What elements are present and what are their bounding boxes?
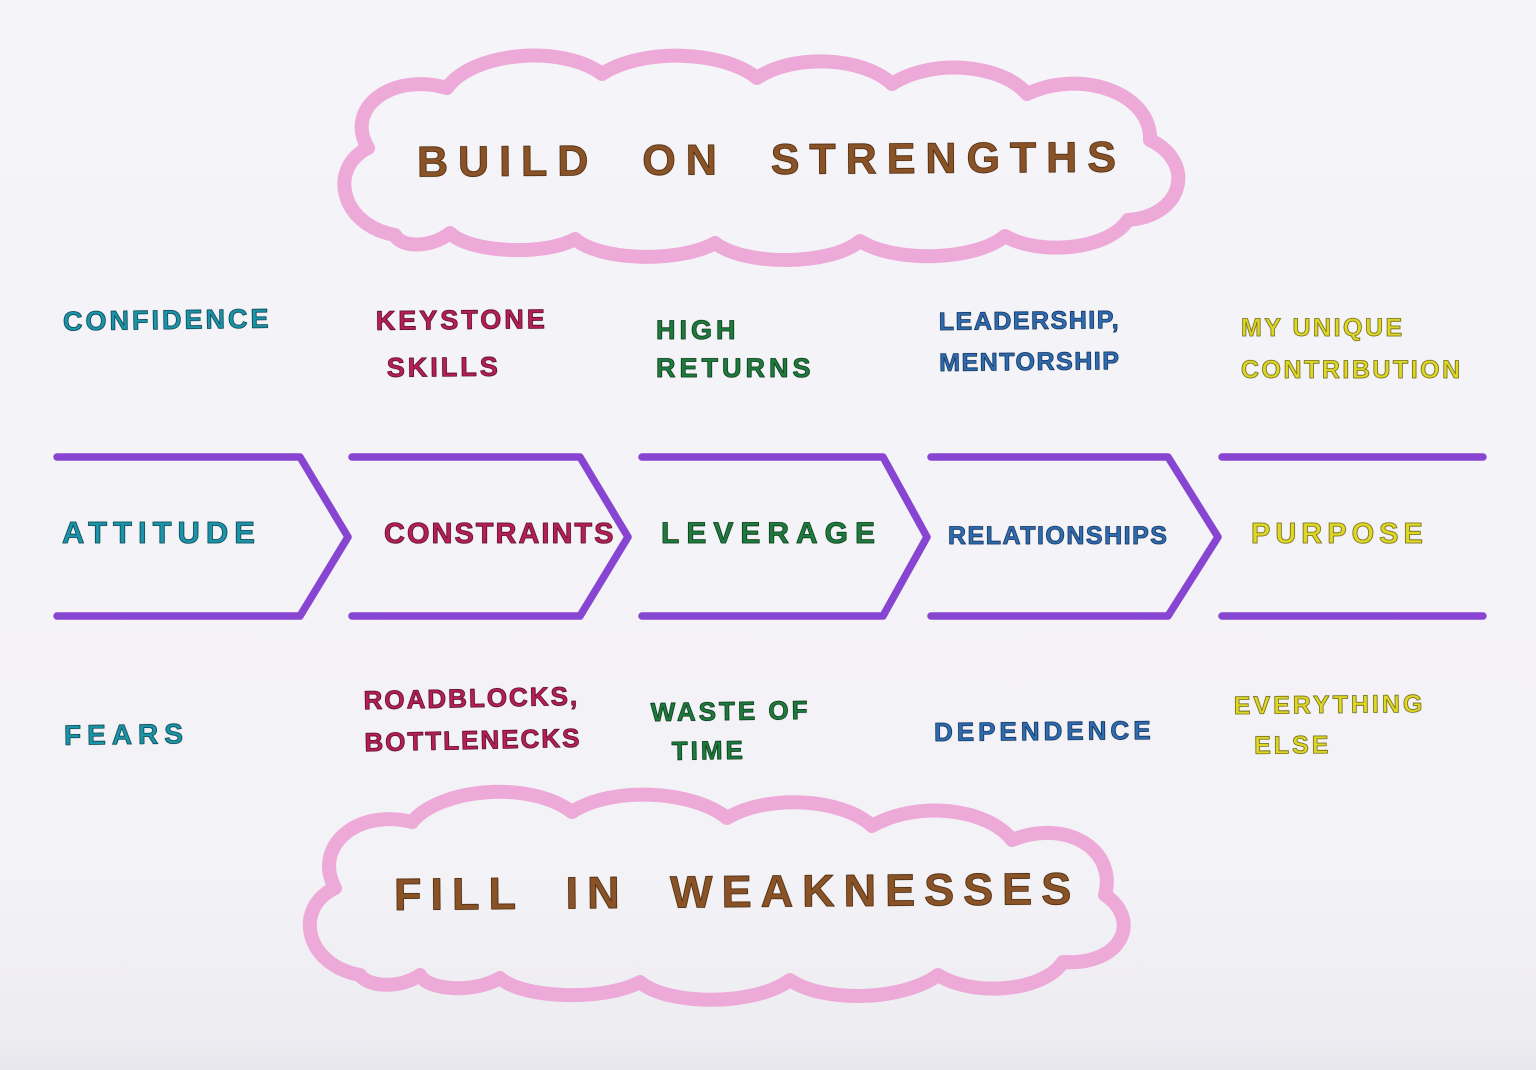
stage-label-relationships: RELATIONSHIPS — [948, 522, 1169, 551]
weakness-label-waste-of-time: WASTE OF TIME — [650, 694, 811, 767]
stage-arrow-leverage — [638, 453, 931, 620]
stage-arrow-constraints — [348, 453, 632, 620]
weakness-label-everything-else: EVERYTHING ELSE — [1233, 689, 1426, 761]
fill-in-weaknesses-title: FILL IN WEAKNESSES — [393, 863, 1081, 921]
stage-label-leverage: LEVERAGE — [661, 517, 883, 551]
weakness-label-roadblocks-bottlenecks: ROADBLOCKS, BOTTLENECKS — [363, 680, 582, 758]
stage-label-constraints: CONSTRAINTS — [384, 518, 616, 551]
strengths-cloud-outline — [337, 48, 1186, 267]
strength-label-leadership-mentorship: LEADERSHIP, MENTORSHIP — [938, 306, 1121, 377]
stage-label-purpose: PURPOSE — [1251, 518, 1428, 551]
build-on-strengths-title: BUILD ON STRENGTHS — [416, 133, 1127, 187]
stage-arrow-attitude — [53, 453, 352, 620]
strength-label-confidence: CONFIDENCE — [62, 303, 272, 337]
stage-label-attitude: ATTITUDE — [62, 515, 261, 551]
stage-arrow-relationships — [927, 453, 1222, 620]
stage-arrow-purpose — [1218, 453, 1487, 620]
strength-label-my-unique-contribution: MY UNIQUE CONTRIBUTION — [1241, 314, 1463, 385]
weakness-label-fears: FEARS — [63, 718, 190, 752]
weaknesses-cloud-outline — [302, 784, 1131, 1007]
strength-label-keystone-skills: KEYSTONE SKILLS — [375, 304, 548, 384]
strength-label-high-returns: HIGH RETURNS — [656, 315, 815, 384]
weakness-label-dependence: DEPENDENCE — [933, 715, 1155, 748]
